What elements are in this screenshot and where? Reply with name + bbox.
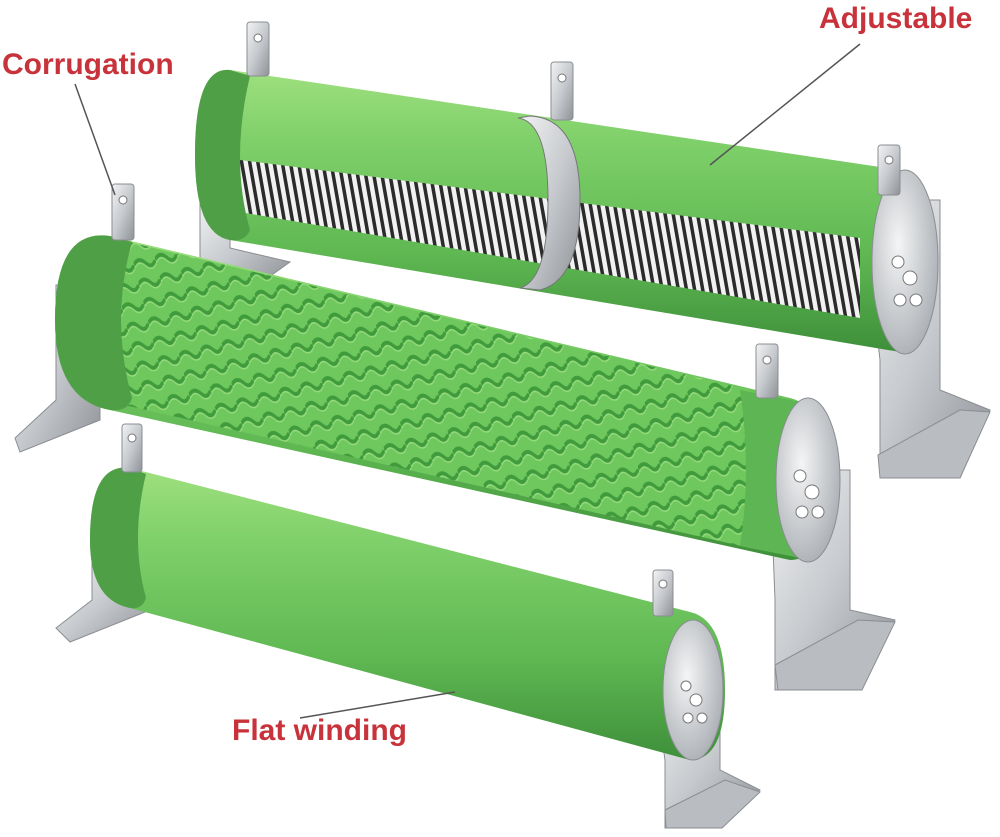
corrugation-resistor	[14, 183, 896, 691]
adjustable-resistor	[195, 21, 991, 479]
adjustable-label: Adjustable	[819, 2, 973, 35]
corrugation-label: Corrugation	[2, 48, 174, 81]
flat-winding-leader-line	[299, 691, 456, 719]
adjustable-leader-line	[709, 43, 861, 166]
flat-winding-label: Flat winding	[232, 714, 407, 747]
corrugation-leader-line	[74, 83, 116, 196]
flat-winding-resistor	[55, 423, 761, 829]
